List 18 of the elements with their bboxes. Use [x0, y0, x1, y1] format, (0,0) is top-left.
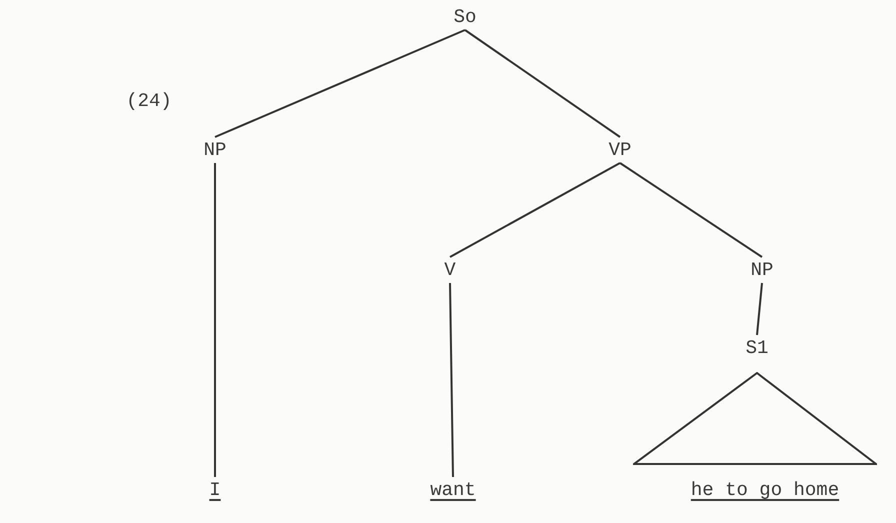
tree-node-label: I [209, 479, 221, 501]
tree-node-label: want [430, 479, 476, 501]
tree-node-label: S1 [746, 337, 768, 359]
tree-branch [464, 29, 621, 138]
tree-branch [450, 162, 620, 258]
tree-node-label: So [454, 6, 476, 28]
tree-node-label: VP [608, 139, 632, 161]
tree-node-label: V [444, 259, 456, 281]
tree-node-label: he to go home [690, 479, 840, 501]
tree-node-label: NP [750, 259, 774, 281]
tree-branch [756, 282, 763, 336]
tree-branch [214, 29, 466, 138]
tree-branch [449, 282, 454, 478]
triangle-shape [633, 372, 877, 465]
tree-branch [619, 162, 763, 258]
tree-node-label: NP [204, 139, 226, 161]
example-number: (24) [126, 90, 172, 112]
tree-branch [214, 163, 216, 477]
